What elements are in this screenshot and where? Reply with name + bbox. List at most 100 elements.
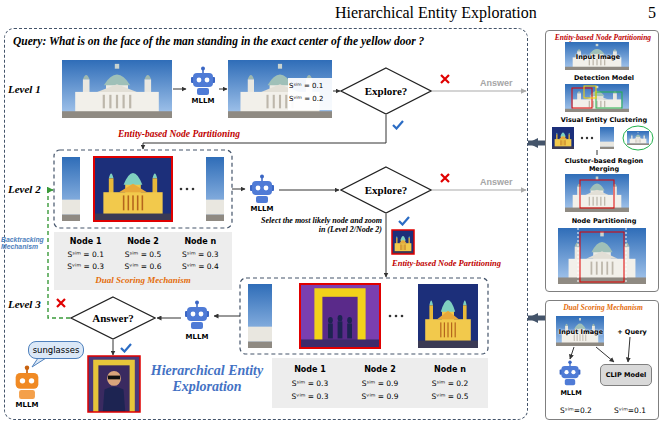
speech-bubble: sunglasses	[28, 341, 84, 359]
partition-panel-art-part	[565, 42, 629, 70]
level3-row-part	[214, 316, 240, 317]
level3-row-part	[401, 315, 404, 318]
level3-row-part	[88, 356, 140, 412]
level3-row-part	[240, 278, 488, 354]
level2-row-part	[250, 175, 274, 204]
diamond-shape	[341, 68, 431, 114]
partition-panel-art-part	[558, 228, 646, 284]
decision-diamond: Explore?	[340, 166, 432, 214]
partition-panel-art-part	[580, 180, 614, 208]
scoring-panel-art-part	[570, 347, 574, 359]
partition-panel-art-part	[565, 84, 629, 112]
node-text: Dual Scoring Mechanism	[549, 303, 657, 312]
model-name: MLLM	[10, 401, 44, 409]
column-header: Node 1	[57, 237, 114, 246]
score-value: Sˢⁱᵐ = 0.3	[275, 379, 345, 388]
node-text: sunglasses	[33, 345, 80, 355]
diamond-shape	[341, 167, 431, 213]
node-text: Input Image	[557, 328, 605, 336]
partition-panel-art-part	[600, 127, 614, 149]
node-text: Explore?	[365, 85, 408, 97]
level2-row-part	[232, 189, 245, 190]
node-text: MLLM	[554, 389, 588, 397]
node-text: Input Image	[566, 53, 630, 61]
level3-row-part	[121, 344, 131, 352]
partition-panel-art-part	[565, 174, 629, 212]
level3-row-part	[300, 284, 380, 348]
partition-panel-art-part	[581, 137, 583, 139]
partition-panel-art-part	[578, 228, 626, 284]
partition-panel-art-part	[580, 232, 624, 282]
level2-row-part	[54, 150, 232, 228]
panel-box: Entity-based Node PartitioningInput Imag…	[545, 30, 659, 292]
level2-row-part	[399, 217, 409, 225]
note-text: Select the most likely node and zoom in …	[258, 216, 382, 234]
flow-arrow	[528, 316, 545, 321]
partition-panel-art-part-part	[626, 228, 627, 284]
column-header: Node n	[415, 365, 485, 374]
level2-row-part	[186, 188, 189, 191]
column-header: Node 1	[275, 365, 345, 374]
level2-row-part	[94, 157, 172, 221]
level3-row-part	[248, 284, 272, 348]
level-label: Level 2	[8, 183, 52, 195]
score-value: Sˢⁱᵐ = 0.5	[114, 250, 171, 259]
level3-row-part	[300, 284, 380, 348]
partition-panel-art-part	[584, 86, 596, 98]
partition-panel-art-part	[552, 127, 574, 149]
score-value: Sˢⁱᵐ = 0.9	[345, 379, 415, 388]
scoring-panel-art-part	[556, 316, 604, 346]
score-value: Sᵛⁱᵐ = 0.3	[275, 392, 345, 401]
level2-row-part	[206, 157, 224, 221]
level1-row-part	[62, 60, 172, 118]
level2-row-part	[62, 157, 80, 221]
level3-row-part	[395, 315, 398, 318]
partition-panel-art-part	[586, 137, 588, 139]
node-text: Sˢⁱᵐ=0.2	[550, 406, 602, 415]
node-text: Query: What is on the face of the man st…	[13, 35, 525, 47]
level3-row-part	[113, 340, 114, 355]
partition-panel-art-part	[596, 92, 622, 108]
level1-row-part	[191, 67, 215, 96]
score-value: Sˢⁱᵐ = 0.1	[57, 250, 114, 259]
level2-row-part	[386, 214, 387, 277]
level3-row-part	[185, 301, 209, 330]
score-value: Sˢⁱᵐ = 0.1	[289, 82, 335, 90]
node-text: Hierarchical Entity Exploration	[143, 363, 271, 395]
running-header: Hierarchical Entity Exploration	[335, 4, 570, 22]
score-table: Node 1Node 2Node n Sˢⁱᵐ = 0.3Sˢⁱᵐ = 0.9Sˢ…	[272, 358, 488, 408]
node-text: Answer?	[92, 312, 134, 324]
step-label: Entity-based Node Partitioning	[118, 129, 268, 139]
decision-diamond: Answer?	[70, 296, 156, 340]
score-value: Sᵛⁱᵐ = 0.3	[57, 262, 114, 271]
model-name: MLLM	[186, 97, 220, 105]
node-text: + Query	[607, 328, 657, 336]
score-value: Sᵛⁱᵐ = 0.9	[345, 392, 415, 401]
level1-row-part	[393, 121, 403, 129]
level2-row-part	[441, 174, 449, 182]
score-value: Sˢⁱᵐ = 0.2	[415, 379, 485, 388]
step-label: Entity-based Node Partitioning	[392, 258, 527, 268]
score-value: Sˢⁱᵐ = 0.3	[172, 250, 229, 259]
level2-row	[54, 150, 526, 277]
caption-text: Dual Scoring Mechanism	[57, 275, 229, 285]
column-header: Node 2	[345, 365, 415, 374]
level1-row-part	[288, 78, 336, 110]
level2-row-part	[432, 189, 526, 190]
node-text: Entity-based Node Partitioning	[549, 33, 657, 42]
partition-panel-art-part	[591, 137, 593, 139]
scoring-panel-art-part	[596, 347, 614, 362]
column-header: Node n	[172, 237, 229, 246]
score-value: Sᵛⁱᵐ = 0.6	[114, 262, 171, 271]
score-table: Node 1Node 2Node nSˢⁱᵐ = 0.1Sˢⁱᵐ = 0.5Sˢ…	[54, 232, 232, 290]
level3-row-part	[418, 284, 478, 348]
level2-row-part	[392, 230, 414, 254]
panel-box: Dual Scoring MechanismInput Image+ Query…	[545, 300, 659, 420]
level1-row-part	[333, 91, 340, 92]
decision-diamond: Explore?	[340, 67, 432, 115]
score-value: Sᵛⁱᵐ = 0.5	[415, 392, 485, 401]
node-text: Detection Model	[550, 74, 658, 82]
answer-label: Answer	[480, 78, 526, 88]
node-text: CLIP Model	[606, 371, 647, 379]
level2-row-part	[392, 230, 414, 254]
